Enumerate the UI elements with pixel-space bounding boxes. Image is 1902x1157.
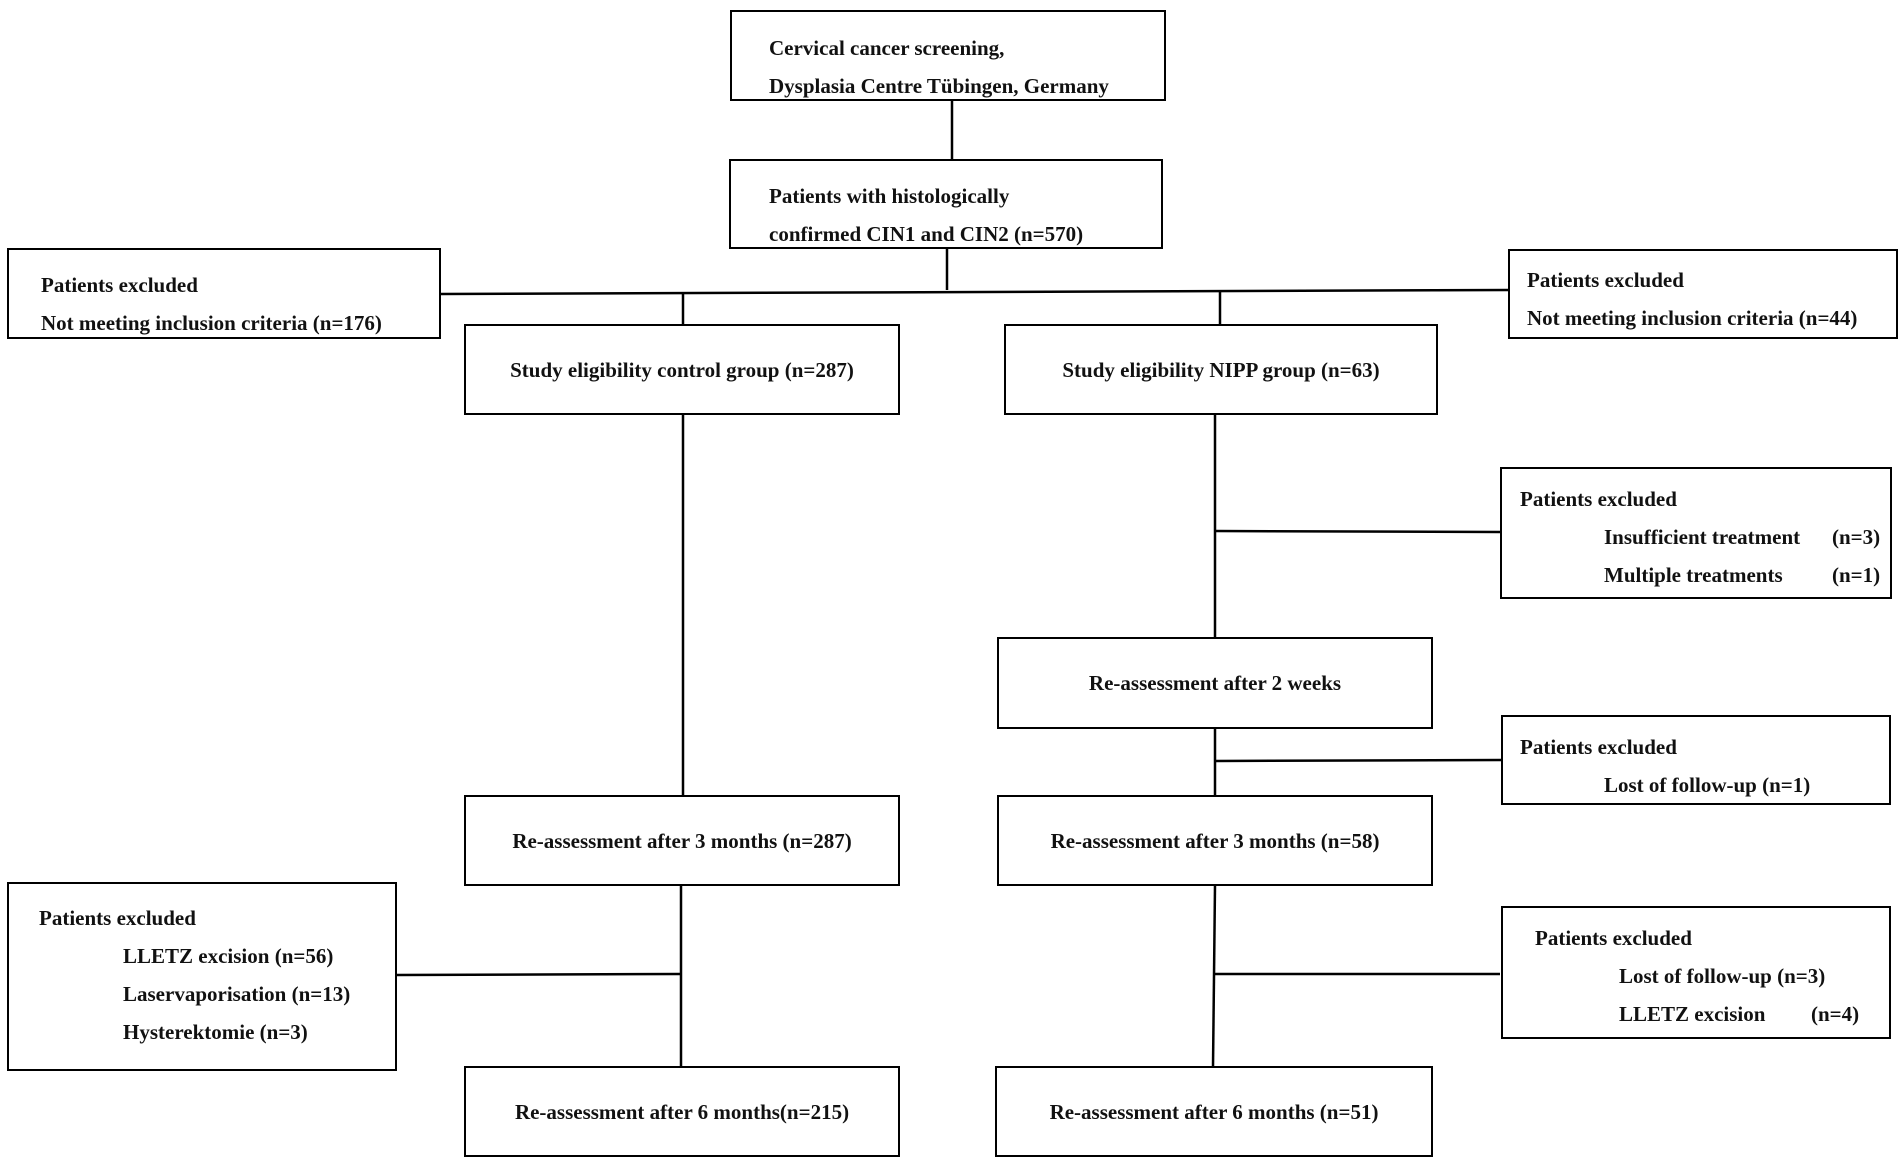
excluded-title: Patients excluded: [1527, 268, 1684, 292]
connector-control-excluded: [395, 972, 682, 977]
control-3months-box: Re-assessment after 3 months (n=287): [464, 795, 900, 886]
nipp-2weeks-box: Re-assessment after 2 weeks: [997, 637, 1433, 729]
nipp-6months-box: Re-assessment after 6 months (n=51): [995, 1066, 1433, 1157]
excluded-left-top-box: Patients excluded Not meeting inclusion …: [7, 248, 441, 339]
excluded-nipp-treatment-box: Patients excluded Insufficient treatment…: [1500, 467, 1892, 599]
control-group-box: Study eligibility control group (n=287): [464, 324, 900, 415]
excluded-item-insufficient: Insufficient treatment (n=3): [1520, 518, 1890, 556]
excluded-item-count: (n=4): [1811, 1002, 1860, 1026]
nipp-2weeks-label: Re-assessment after 2 weeks: [1088, 671, 1342, 695]
excluded-reason: Not meeting inclusion criteria (n=176): [41, 311, 382, 335]
excluded-title: Patients excluded: [1520, 735, 1677, 759]
connector-excluded-followup: [1214, 758, 1503, 763]
confirmed-line2: confirmed CIN1 and CIN2 (n=570): [769, 222, 1084, 246]
nipp-6months-label: Re-assessment after 6 months (n=51): [1049, 1099, 1379, 1124]
excluded-item-hysterectomy: Hysterektomie (n=3): [123, 1020, 308, 1044]
excluded-title: Patients excluded: [1535, 926, 1692, 950]
excluded-nipp-followup-box: Patients excluded Lost of follow-up (n=1…: [1501, 715, 1891, 805]
excluded-item-followup: Lost of follow-up (n=1): [1604, 773, 1811, 797]
connector-nipp-6months: [1211, 884, 1217, 1068]
excluded-item-label: Multiple treatments: [1604, 563, 1783, 587]
connector-horizontal-split: [439, 288, 1511, 296]
excluded-title: Patients excluded: [41, 273, 198, 297]
excluded-item-count: (n=3): [1832, 525, 1881, 549]
excluded-reason: Not meeting inclusion criteria (n=44): [1527, 306, 1858, 330]
excluded-item-count: (n=1): [1832, 563, 1881, 587]
confirmed-box: Patients with histologically confirmed C…: [729, 159, 1163, 249]
excluded-right-top-box: Patients excluded Not meeting inclusion …: [1508, 249, 1898, 339]
excluded-item-label: LLETZ excision: [1619, 1002, 1766, 1026]
confirmed-line1: Patients with histologically: [769, 184, 1010, 208]
control-6months-box: Re-assessment after 6 months(n=215): [464, 1066, 900, 1157]
excluded-control-3months-box: Patients excluded LLETZ excision (n=56) …: [7, 882, 397, 1071]
excluded-item-multiple: Multiple treatments (n=1): [1520, 556, 1890, 594]
excluded-item-lletz: LLETZ excision (n=4): [1535, 995, 1889, 1033]
excluded-title: Patients excluded: [39, 906, 196, 930]
excluded-item-label: Insufficient treatment: [1604, 525, 1801, 549]
control-6months-label: Re-assessment after 6 months(n=215): [514, 1099, 850, 1124]
control-group-label: Study eligibility control group (n=287): [510, 357, 854, 382]
excluded-nipp-3months-box: Patients excluded Lost of follow-up (n=3…: [1501, 906, 1891, 1039]
screening-line2: Dysplasia Centre Tübingen, Germany: [769, 74, 1109, 98]
nipp-3months-box: Re-assessment after 3 months (n=58): [997, 795, 1433, 886]
connector-nipp-excluded-treatment: [1214, 529, 1501, 534]
nipp-3months-label: Re-assessment after 3 months (n=58): [1050, 828, 1380, 853]
nipp-group-box: Study eligibility NIPP group (n=63): [1004, 324, 1438, 415]
control-3months-label: Re-assessment after 3 months (n=287): [512, 828, 852, 853]
excluded-item-lletz: LLETZ excision (n=56): [123, 944, 334, 968]
screening-box: Cervical cancer screening, Dysplasia Cen…: [730, 10, 1166, 101]
screening-line1: Cervical cancer screening,: [769, 36, 1005, 60]
excluded-item-followup: Lost of follow-up (n=3): [1619, 964, 1826, 988]
nipp-group-label: Study eligibility NIPP group (n=63): [1062, 357, 1380, 382]
excluded-title: Patients excluded: [1520, 487, 1677, 511]
excluded-item-laser: Laservaporisation (n=13): [123, 982, 351, 1006]
